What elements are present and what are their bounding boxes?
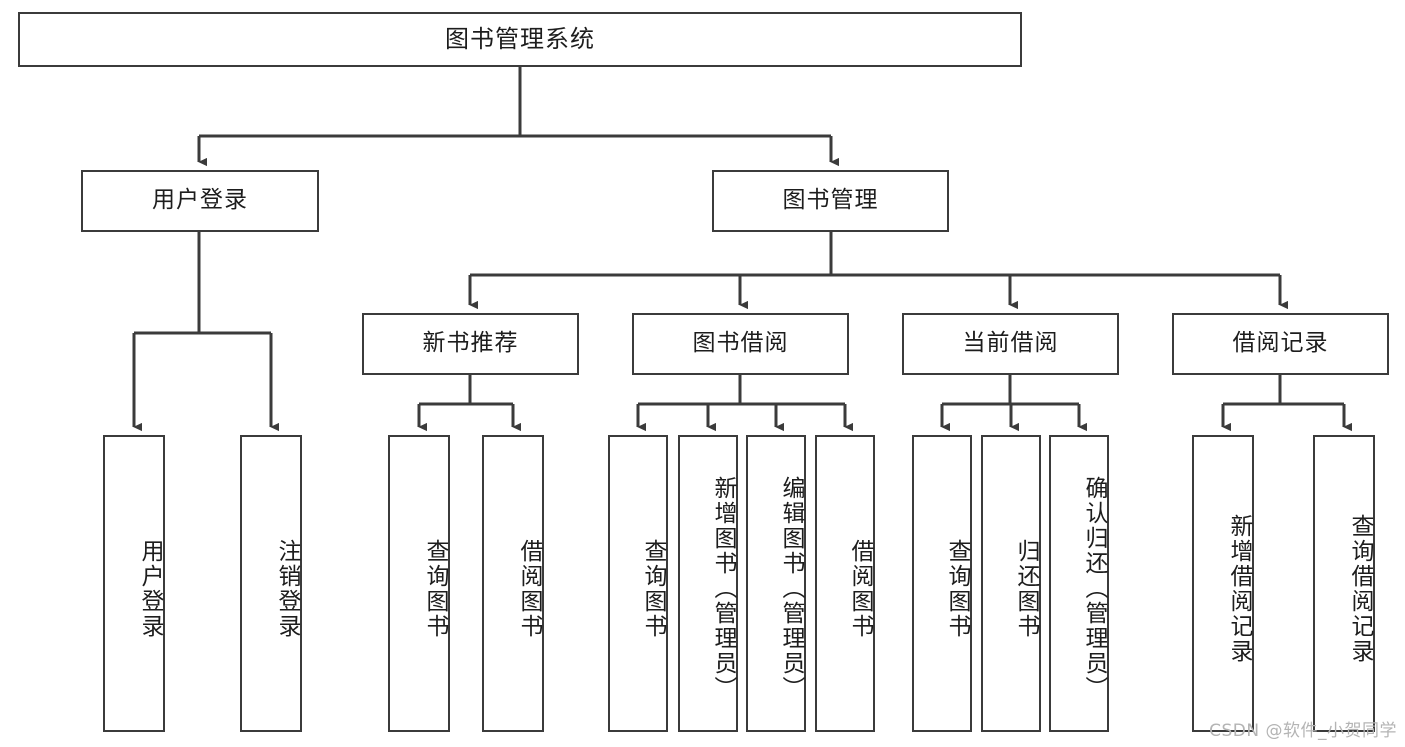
leaf-query-borrow-record-label: 查询借阅记录: [1347, 513, 1373, 664]
leaf-query-book-recommend-label: 查询图书: [422, 538, 448, 639]
leaf-query-borrow-record[interactable]: 查询借阅记录: [1313, 435, 1375, 732]
node-current-borrow[interactable]: 当前借阅: [902, 313, 1119, 375]
node-book-borrow[interactable]: 图书借阅: [632, 313, 849, 375]
watermark: CSDN @软件_小贺同学: [1209, 721, 1397, 741]
node-borrow-record-label: 借阅记录: [1232, 330, 1329, 357]
node-new-book-recommend[interactable]: 新书推荐: [362, 313, 579, 375]
leaf-edit-book-admin-label: 编辑图书（管理员）: [778, 476, 804, 701]
leaf-add-borrow-record-label: 新增借阅记录: [1226, 513, 1252, 664]
node-book-management[interactable]: 图书管理: [712, 170, 949, 232]
leaf-borrow-book-recommend[interactable]: 借阅图书: [482, 435, 544, 732]
leaf-borrow-book-recommend-label: 借阅图书: [516, 538, 542, 639]
node-current-borrow-label: 当前借阅: [962, 330, 1059, 357]
leaf-query-book-borrow-label: 查询图书: [640, 538, 666, 639]
node-user-login[interactable]: 用户登录: [81, 170, 319, 232]
node-new-book-recommend-label: 新书推荐: [422, 330, 519, 357]
leaf-edit-book-admin[interactable]: 编辑图书（管理员）: [746, 435, 806, 732]
node-user-login-label: 用户登录: [152, 187, 248, 214]
leaf-borrow-book-label: 借阅图书: [847, 538, 873, 639]
leaf-return-book-label: 归还图书: [1013, 538, 1039, 639]
node-book-management-label: 图书管理: [782, 187, 879, 214]
leaf-confirm-return-admin[interactable]: 确认归还（管理员）: [1049, 435, 1109, 732]
node-root-label: 图书管理系统: [445, 25, 595, 54]
leaf-return-book[interactable]: 归还图书: [981, 435, 1041, 732]
leaf-user-login-label: 用户登录: [137, 538, 163, 639]
leaf-query-book-current[interactable]: 查询图书: [912, 435, 972, 732]
leaf-add-book-admin-label: 新增图书（管理员）: [710, 476, 736, 701]
node-root[interactable]: 图书管理系统: [18, 12, 1022, 67]
node-book-borrow-label: 图书借阅: [692, 330, 789, 357]
leaf-add-borrow-record[interactable]: 新增借阅记录: [1192, 435, 1254, 732]
leaf-user-login[interactable]: 用户登录: [103, 435, 165, 732]
leaf-confirm-return-admin-label: 确认归还（管理员）: [1081, 476, 1107, 701]
node-borrow-record[interactable]: 借阅记录: [1172, 313, 1389, 375]
leaf-query-book-current-label: 查询图书: [944, 538, 970, 639]
leaf-add-book-admin[interactable]: 新增图书（管理员）: [678, 435, 738, 732]
leaf-logout[interactable]: 注销登录: [240, 435, 302, 732]
leaf-borrow-book[interactable]: 借阅图书: [815, 435, 875, 732]
leaf-logout-label: 注销登录: [274, 538, 300, 639]
leaf-query-book-recommend[interactable]: 查询图书: [388, 435, 450, 732]
leaf-query-book-borrow[interactable]: 查询图书: [608, 435, 668, 732]
